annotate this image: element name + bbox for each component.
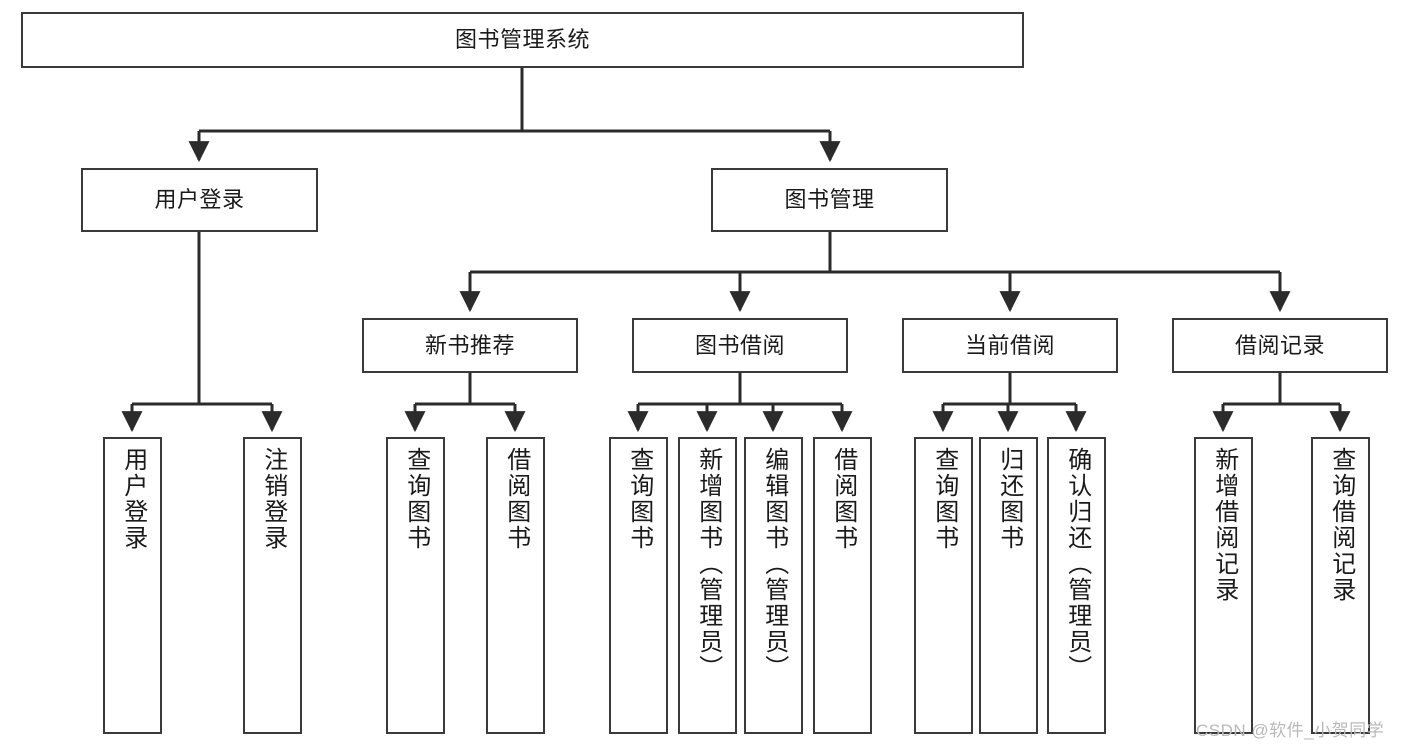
node-label: 当前借阅 <box>964 332 1055 358</box>
node-label: 编辑图书（管理员） <box>760 447 788 681</box>
node-book-borrow[interactable]: 图书借阅 <box>632 318 848 373</box>
node-current-borrow[interactable]: 当前借阅 <box>902 318 1118 373</box>
leaf-record-query-record[interactable]: 查询借阅记录 <box>1311 437 1370 734</box>
node-user-login[interactable]: 用户登录 <box>81 168 318 232</box>
leaf-user-login-login[interactable]: 用户登录 <box>103 437 162 734</box>
node-label: 图书借阅 <box>694 332 785 358</box>
node-label: 查询图书 <box>402 447 430 551</box>
leaf-recommend-query-book[interactable]: 查询图书 <box>386 437 445 734</box>
node-label: 图书管理 <box>784 187 875 213</box>
node-label: 新增借阅记录 <box>1210 447 1238 603</box>
node-label: 新增图书（管理员） <box>694 447 722 681</box>
node-label: 借阅图书 <box>829 447 857 551</box>
node-label: 确认归还（管理员） <box>1063 447 1091 681</box>
leaf-current-query-book[interactable]: 查询图书 <box>914 437 973 734</box>
leaf-borrow-query-book[interactable]: 查询图书 <box>609 437 668 734</box>
node-label: 用户登录 <box>119 447 147 551</box>
leaf-current-confirm-return-admin[interactable]: 确认归还（管理员） <box>1047 437 1106 734</box>
node-label: 用户登录 <box>154 187 245 213</box>
leaf-recommend-borrow-book[interactable]: 借阅图书 <box>486 437 545 734</box>
node-label: 注销登录 <box>259 447 287 551</box>
node-root-system[interactable]: 图书管理系统 <box>21 12 1024 68</box>
node-book-management[interactable]: 图书管理 <box>711 168 948 232</box>
leaf-borrow-edit-book-admin[interactable]: 编辑图书（管理员） <box>744 437 803 734</box>
node-label: 查询图书 <box>625 447 653 551</box>
leaf-user-login-logout[interactable]: 注销登录 <box>243 437 302 734</box>
node-label: 借阅图书 <box>502 447 530 551</box>
node-label: 查询图书 <box>930 447 958 551</box>
node-label: 归还图书 <box>995 447 1023 551</box>
leaf-borrow-borrow-book[interactable]: 借阅图书 <box>813 437 872 734</box>
leaf-borrow-add-book-admin[interactable]: 新增图书（管理员） <box>678 437 737 734</box>
leaf-current-return-book[interactable]: 归还图书 <box>979 437 1038 734</box>
node-label: 借阅记录 <box>1234 332 1325 358</box>
node-label: 查询借阅记录 <box>1327 447 1355 603</box>
node-borrow-record[interactable]: 借阅记录 <box>1172 318 1388 373</box>
node-new-book-recommend[interactable]: 新书推荐 <box>362 318 578 373</box>
node-label: 新书推荐 <box>424 332 515 358</box>
leaf-record-add-record[interactable]: 新增借阅记录 <box>1194 437 1253 734</box>
node-label: 图书管理系统 <box>454 27 590 53</box>
